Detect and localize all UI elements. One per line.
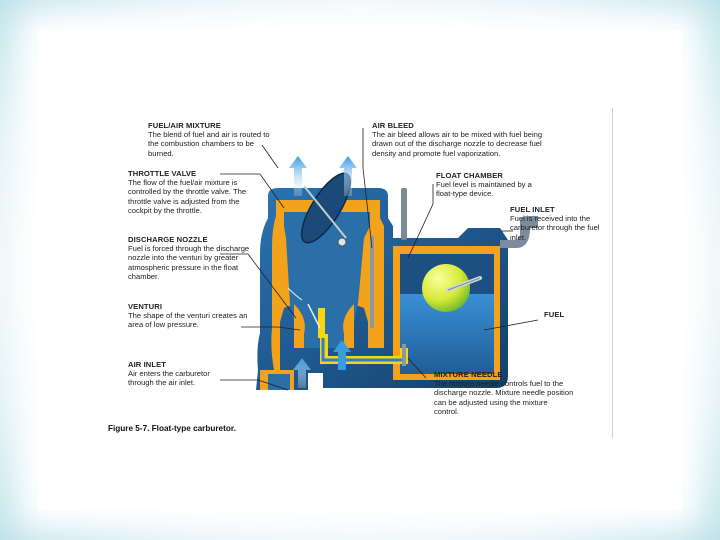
label-venturi-desc: The shape of the venturi creates an area… (128, 311, 252, 329)
label-mixture-needle-desc: The mixture needle controls fuel to the … (434, 379, 574, 416)
label-fuel-air-mixture-title: FUEL/AIR MIXTURE (148, 121, 276, 130)
figure-caption: Figure 5-7. Float-type carburetor. (108, 424, 236, 433)
label-fuel-air-mixture-desc: The blend of fuel and air is routed to t… (148, 130, 276, 158)
label-air-bleed-desc: The air bleed allows air to be mixed wit… (372, 130, 562, 158)
label-mixture-needle-title: MIXTURE NEEDLE (434, 370, 574, 379)
label-float-chamber-title: FLOAT CHAMBER (436, 171, 532, 180)
label-venturi-title: VENTURI (128, 302, 252, 311)
label-discharge-nozzle-desc: Fuel is forced through the discharge noz… (128, 244, 252, 281)
label-fuel-inlet: FUEL INLET Fuel is received into the car… (510, 205, 604, 242)
label-air-inlet-desc: Air enters the carburetor through the ai… (128, 369, 228, 387)
label-throttle-valve-title: THROTTLE VALVE (128, 169, 262, 178)
label-fuel-air-mixture: FUEL/AIR MIXTURE The blend of fuel and a… (148, 121, 276, 158)
label-throttle-valve: THROTTLE VALVE The flow of the fuel/air … (128, 169, 262, 215)
float-ball (422, 264, 470, 312)
label-fuel-inlet-desc: Fuel is received into the carburetor thr… (510, 214, 604, 242)
carburetor-figure: FUEL/AIR MIXTURE The blend of fuel and a… (108, 108, 613, 438)
label-discharge-nozzle: DISCHARGE NOZZLE Fuel is forced through … (128, 235, 252, 281)
label-fuel-inlet-title: FUEL INLET (510, 205, 604, 214)
label-throttle-valve-desc: The flow of the fuel/air mixture is cont… (128, 178, 262, 215)
label-air-inlet: AIR INLET Air enters the carburetor thro… (128, 360, 228, 388)
label-venturi: VENTURI The shape of the venturi creates… (128, 302, 252, 330)
label-float-chamber-desc: Fuel level is maintained by a float-type… (436, 180, 532, 198)
label-air-inlet-title: AIR INLET (128, 360, 228, 369)
label-mixture-needle: MIXTURE NEEDLE The mixture needle contro… (434, 370, 574, 416)
label-fuel-title: FUEL (544, 310, 594, 319)
label-fuel: FUEL (544, 310, 594, 319)
label-air-bleed: AIR BLEED The air bleed allows air to be… (372, 121, 562, 158)
label-discharge-nozzle-title: DISCHARGE NOZZLE (128, 235, 252, 244)
label-float-chamber: FLOAT CHAMBER Fuel level is maintained b… (436, 171, 532, 199)
label-air-bleed-title: AIR BLEED (372, 121, 562, 130)
